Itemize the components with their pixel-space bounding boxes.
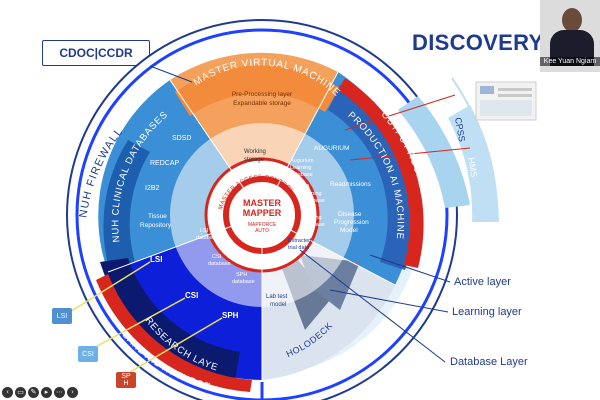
- model-text: Model: [340, 227, 358, 234]
- redcap-text: REDCAP: [150, 160, 180, 167]
- csi-tag: CSI: [78, 346, 98, 362]
- master-vm-band: [175, 65, 340, 116]
- back-icon[interactable]: ‹: [2, 386, 13, 398]
- output-arrow: [349, 147, 471, 161]
- captions-icon[interactable]: ▭: [15, 386, 26, 398]
- progression-text: Progression: [334, 219, 369, 226]
- sph-db-2: database: [232, 279, 255, 285]
- divider-line: [107, 214, 263, 273]
- lsi-db-1: LSI: [200, 228, 209, 234]
- repository-text: Repository: [140, 222, 172, 229]
- readmissions-text: Readmissions: [330, 181, 372, 188]
- csi-text: CSI: [185, 291, 198, 300]
- production-band: [328, 85, 415, 270]
- csi-db-2: database: [208, 261, 231, 267]
- lsi-db-2: database: [196, 235, 219, 241]
- tissue-text: Tissue: [148, 213, 167, 220]
- sph-tag-line1: SP: [121, 373, 131, 380]
- storage-text: storage: [244, 157, 265, 163]
- ra-3: database: [302, 198, 325, 204]
- ra-1: RA: [302, 184, 310, 190]
- outer-band-edge: [451, 77, 499, 223]
- thumbnail-line: [498, 88, 532, 91]
- clinical-db-band: [103, 140, 150, 272]
- legend-line-learning: [329, 289, 449, 313]
- divider-line: [261, 71, 339, 216]
- meeting-controls: ‹ ▭ ✎ ▸ ⋯ ›: [0, 384, 82, 400]
- aug-learn-1: Augurium: [290, 158, 314, 164]
- sph-tag-line2: H: [123, 380, 129, 387]
- csi-db-1: CSI: [212, 254, 222, 260]
- sdsd-text: SDSD: [172, 135, 191, 142]
- auto-text: AUTO: [255, 228, 269, 234]
- dpm-2: learning: [302, 215, 322, 221]
- mapforce-text: MAPFORCE: [248, 222, 277, 228]
- legend-database-layer: Database Layer: [450, 356, 528, 368]
- divider-line: [169, 79, 263, 216]
- output-aggregator-band: [338, 78, 424, 268]
- sph-tag: SP H: [116, 372, 136, 388]
- cpss-band: [448, 105, 499, 222]
- aug-learn-3: database: [290, 172, 313, 178]
- research-band: [100, 258, 240, 380]
- participant-name: Kee Yuan Ngiam: [540, 57, 600, 66]
- master-text: MASTER: [243, 198, 282, 208]
- cdoc-connector: [149, 65, 193, 83]
- legend-active-layer: Active layer: [454, 276, 511, 288]
- preprocessing-text: Pre-Processing layer: [232, 91, 293, 98]
- thumbnail-line: [498, 94, 532, 97]
- lab-1: Lab test: [266, 294, 288, 300]
- lsi-tag: LSI: [52, 308, 72, 324]
- sph-arrow: [124, 317, 223, 376]
- cpss-text: CPSS: [453, 117, 467, 143]
- ra-2: learning: [302, 191, 322, 197]
- mapper-text: MAPPER: [243, 208, 282, 218]
- slide-title: DISCOVERY: [412, 30, 544, 55]
- participant-head: [562, 8, 582, 32]
- lsi-text: LSI: [150, 255, 162, 264]
- video-icon[interactable]: ▸: [41, 386, 52, 398]
- i2b2-text: I2B2: [145, 185, 160, 192]
- lsi-arrow: [64, 261, 151, 316]
- extracted-2: trial data: [288, 245, 310, 251]
- hms-text: HMS: [466, 157, 479, 178]
- sph-db-1: SPH: [236, 272, 247, 278]
- divider-line: [261, 214, 396, 286]
- thumbnail-table: [480, 100, 532, 116]
- cdoc-ccdr-label: CDOC|CCDR: [42, 40, 150, 66]
- dpm-1: DPM: [302, 208, 315, 214]
- dpm-3: database: [302, 222, 325, 228]
- output-arrow: [344, 94, 456, 131]
- more-icon[interactable]: ⋯: [54, 386, 65, 398]
- thumbnail-block: [480, 86, 494, 94]
- aug-learn-2: Learning: [290, 165, 311, 171]
- legend-learning-layer: Learning layer: [452, 306, 522, 318]
- annotate-icon[interactable]: ✎: [28, 386, 39, 398]
- expandable-text: Expandable storage: [233, 100, 291, 107]
- lab-2: model: [270, 302, 286, 308]
- legend-line-database: [299, 249, 446, 363]
- sph-text: SPH: [222, 311, 239, 320]
- legend-line-active: [369, 254, 451, 283]
- working-text: Working: [244, 149, 266, 155]
- disease-text: Disease: [338, 211, 362, 218]
- csi-arrow: [89, 297, 186, 351]
- augurium-text: AUGURIUM: [314, 145, 349, 152]
- forward-icon[interactable]: ›: [67, 386, 78, 398]
- extracted-1: Extracted: [288, 238, 311, 244]
- participant-video[interactable]: Kee Yuan Ngiam: [540, 0, 600, 72]
